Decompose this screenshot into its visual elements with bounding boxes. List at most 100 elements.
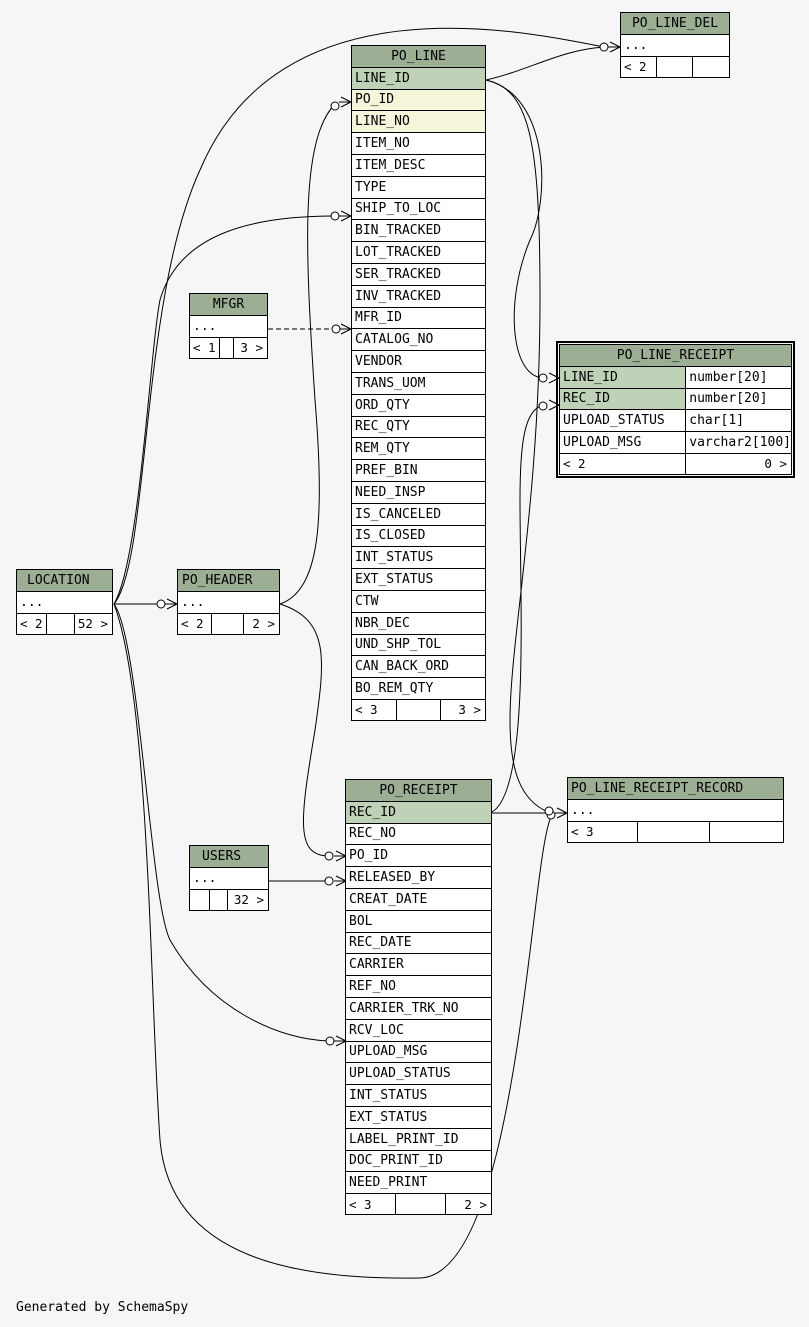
column-row[interactable]: LOT_TRACKED — [351, 241, 486, 264]
nav-parents[interactable]: < 3 — [567, 820, 638, 843]
nav-children[interactable]: 52 > — [73, 612, 114, 635]
nav-children[interactable]: 2 > — [445, 1193, 492, 1216]
column-row[interactable]: ITEM_NO — [351, 132, 486, 155]
column-row[interactable]: INV_TRACKED — [351, 284, 486, 308]
column-row[interactable]: TRANS_UOM — [351, 371, 486, 395]
table-po-line-receipt-record[interactable]: PO_LINE_RECEIPT_RECORD ... < 3 — [567, 777, 784, 843]
column-row[interactable]: UPLOAD_MSG — [345, 1040, 492, 1064]
column-row[interactable]: NEED_PRINT — [345, 1171, 492, 1195]
column-row[interactable]: CAN_BACK_ORD — [351, 655, 486, 679]
footer-credit: Generated by SchemaSpy — [16, 1300, 189, 1315]
nav-parents[interactable]: < 2 — [16, 612, 47, 635]
column-row[interactable]: REC_DATE — [345, 931, 492, 955]
table-users[interactable]: USERS ... 32 > — [189, 845, 269, 911]
nav-mid — [219, 336, 234, 359]
table-title[interactable]: PO_LINE_DEL — [620, 12, 730, 35]
column-row[interactable]: ITEM_DESC — [351, 153, 486, 177]
column-row[interactable]: PO_ID — [345, 844, 492, 868]
column-row[interactable]: TYPE — [351, 175, 486, 199]
column-row[interactable]: RELEASED_BY — [345, 866, 492, 889]
column-row[interactable]: BIN_TRACKED — [351, 219, 486, 243]
column-row[interactable]: LABEL_PRINT_ID — [345, 1127, 492, 1151]
column-row[interactable]: IS_CLOSED — [351, 524, 486, 548]
column-type: varchar2[100] — [685, 431, 792, 454]
table-body: ... — [620, 33, 730, 57]
table-body: ... — [189, 314, 268, 338]
table-title[interactable]: PO_LINE_RECEIPT — [559, 344, 792, 367]
column-row[interactable]: CARRIER — [345, 953, 492, 977]
column-row[interactable]: EXT_STATUS — [345, 1105, 492, 1129]
table-title[interactable]: PO_RECEIPT — [345, 779, 492, 802]
nav-parents[interactable]: < 2 — [558, 452, 687, 475]
column-row[interactable]: BOL — [345, 909, 492, 933]
table-title[interactable]: PO_LINE — [351, 45, 486, 68]
table-title[interactable]: LOCATION — [16, 569, 113, 592]
column-row[interactable]: INT_STATUS — [351, 546, 486, 570]
nav-children[interactable] — [692, 55, 730, 78]
column-name[interactable]: UPLOAD_MSG — [558, 431, 687, 454]
column-row[interactable]: BO_REM_QTY — [351, 677, 486, 700]
nav-mid — [396, 698, 441, 721]
nav-children[interactable]: 0 > — [685, 452, 792, 475]
column-row[interactable]: NBR_DEC — [351, 611, 486, 635]
table-title[interactable]: PO_LINE_RECEIPT_RECORD — [567, 777, 784, 800]
nav-children[interactable]: 3 > — [440, 698, 486, 721]
column-row[interactable]: ORD_QTY — [351, 393, 486, 417]
column-row[interactable]: UPLOAD_STATUS — [345, 1062, 492, 1086]
column-row[interactable]: UND_SHP_TOL — [351, 633, 486, 657]
nav-mid — [209, 888, 228, 911]
column-row[interactable]: RCV_LOC — [345, 1018, 492, 1042]
column-row[interactable]: CTW — [351, 589, 486, 613]
column-name[interactable]: UPLOAD_STATUS — [558, 409, 687, 433]
column-row[interactable]: INT_STATUS — [345, 1084, 492, 1107]
column-type: number[20] — [685, 365, 792, 389]
column-row[interactable]: PO_ID — [351, 88, 486, 112]
nav-children[interactable]: 32 > — [227, 888, 269, 911]
table-title[interactable]: USERS — [189, 845, 269, 868]
nav-children[interactable] — [709, 820, 784, 843]
nav-children[interactable]: 2 > — [243, 612, 280, 635]
column-row[interactable]: LINE_ID — [351, 66, 486, 90]
table-title[interactable]: MFGR — [189, 293, 268, 316]
nav-parents[interactable]: < 3 — [345, 1193, 396, 1216]
nav-parents[interactable]: < 2 — [620, 55, 657, 78]
nav-parents[interactable] — [189, 888, 210, 911]
nav-children[interactable]: 3 > — [233, 336, 268, 359]
column-row[interactable]: REC_QTY — [351, 415, 486, 439]
column-row[interactable]: CREAT_DATE — [345, 887, 492, 911]
column-row[interactable]: REM_QTY — [351, 437, 486, 461]
table-po-header[interactable]: PO_HEADER ... < 2 2 > — [177, 569, 280, 635]
column-name[interactable]: LINE_ID — [558, 365, 687, 389]
column-row[interactable]: REC_NO — [345, 822, 492, 846]
column-row[interactable]: VENDOR — [351, 350, 486, 373]
column-row[interactable]: SER_TRACKED — [351, 262, 486, 286]
nav-parents[interactable]: < 3 — [351, 698, 397, 721]
column-row[interactable]: CARRIER_TRK_NO — [345, 996, 492, 1020]
column-row[interactable]: SHIP_TO_LOC — [351, 197, 486, 221]
column-row[interactable]: DOC_PRINT_ID — [345, 1149, 492, 1173]
column-row[interactable]: REF_NO — [345, 975, 492, 998]
column-row[interactable]: LINE_NO — [351, 110, 486, 134]
column-row[interactable]: PREF_BIN — [351, 459, 486, 482]
nav-parents[interactable]: < 2 — [177, 612, 212, 635]
column-name[interactable]: REC_ID — [558, 387, 687, 411]
table-location[interactable]: LOCATION ... < 2 52 > — [16, 569, 114, 635]
nav-parents[interactable]: < 1 — [189, 336, 220, 359]
table-mfgr[interactable]: MFGR ... < 1 3 > — [189, 293, 268, 359]
column-row[interactable]: IS_CANCELED — [351, 502, 486, 526]
nav-mid — [45, 612, 75, 635]
nav-mid — [637, 820, 710, 843]
table-title[interactable]: PO_HEADER — [177, 569, 280, 592]
nav-mid — [656, 55, 693, 78]
column-row[interactable]: NEED_INSP — [351, 480, 486, 504]
column-row[interactable]: CATALOG_NO — [351, 328, 486, 352]
column-row[interactable]: MFR_ID — [351, 306, 486, 330]
table-po-line-del[interactable]: PO_LINE_DEL ... < 2 — [620, 12, 730, 78]
column-row[interactable]: EXT_STATUS — [351, 568, 486, 591]
column-row[interactable]: REC_ID — [345, 800, 492, 824]
nav-mid — [211, 612, 244, 635]
